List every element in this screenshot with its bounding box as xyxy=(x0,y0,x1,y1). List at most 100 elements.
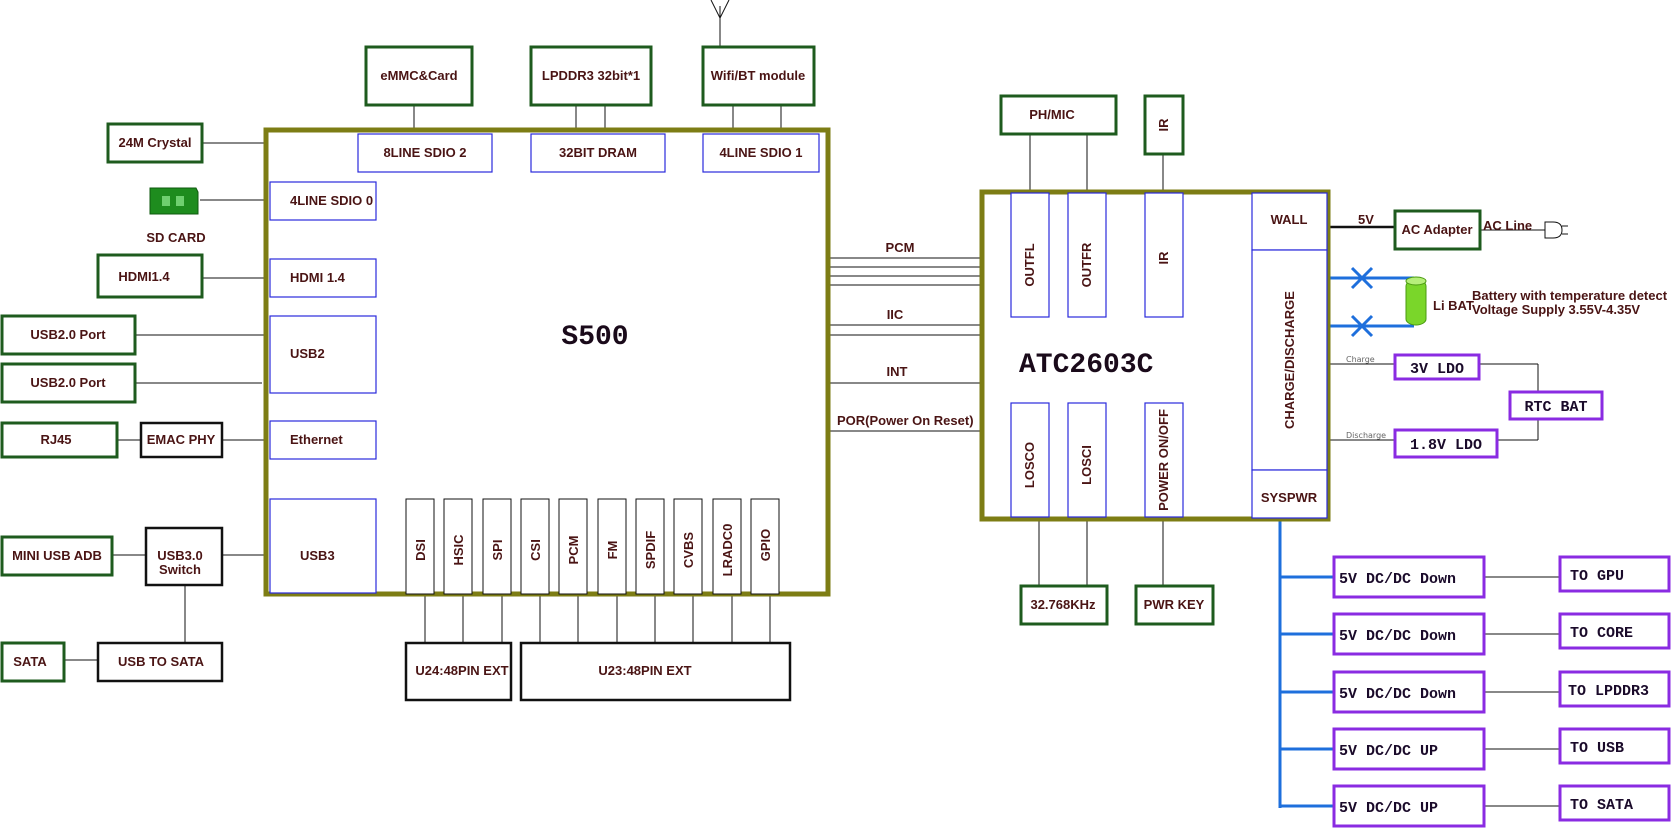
u23-connector-box xyxy=(519,641,792,702)
port-spi-label: SPI xyxy=(490,540,505,561)
s500-soc: S500 8LINE SDIO 2 32BIT DRAM 4LINE SDIO … xyxy=(263,127,831,597)
dcdc-converter-2-label: 5V DC/DC Down xyxy=(1339,628,1456,645)
port-hdmi14 xyxy=(269,258,377,298)
pwr-key-label: PWR KEY xyxy=(1144,597,1205,612)
pwr-key-box xyxy=(1134,584,1215,626)
crystal-32k-box xyxy=(1019,584,1109,626)
hdmi-connector-box xyxy=(96,253,204,299)
bottom-ports: DSI HSIC SPI CSI PCM FM SPDIF CVBS LRADC… xyxy=(405,498,780,595)
dcdc-converter-2 xyxy=(1332,612,1486,656)
li-battery-icon xyxy=(1405,276,1427,326)
usb2-port-2-label: USB2.0 Port xyxy=(30,375,106,390)
sata-box xyxy=(0,641,66,683)
rj45-label: RJ45 xyxy=(40,432,71,447)
mini-usb-adb-box xyxy=(0,535,114,577)
port-hsic xyxy=(443,498,473,595)
rtc-bat-box xyxy=(1508,390,1604,421)
port-32bit-dram-label: 32BIT DRAM xyxy=(559,145,637,160)
block-wall-label: WALL xyxy=(1271,212,1308,227)
port-usb3-label: USB3 xyxy=(300,548,335,563)
block-charge-discharge xyxy=(1251,249,1328,471)
emmc-card-label: eMMC&Card xyxy=(380,68,457,83)
port-outfl xyxy=(1010,192,1050,318)
hdmi-connector-label: HDMI1.4 xyxy=(118,269,170,284)
wires xyxy=(65,0,1568,807)
port-gpio-label: GPIO xyxy=(758,529,773,562)
wifi-bt-label: Wifi/BT module xyxy=(711,68,806,83)
port-csi xyxy=(520,498,550,595)
crystal-24m-label: 24M Crystal xyxy=(119,135,192,150)
port-4line-sdio0 xyxy=(269,181,377,221)
usb3-switch-label-2: Switch xyxy=(159,562,201,577)
wifi-bt-box xyxy=(701,45,816,107)
port-8line-sdio2-label: 8LINE SDIO 2 xyxy=(383,145,466,160)
bus-por-label: POR(Power On Reset) xyxy=(837,413,974,428)
port-power-onoff xyxy=(1144,402,1184,518)
bus-labels: PCM IIC INT POR(Power On Reset) xyxy=(837,240,974,428)
ldo-3v-label: 3V LDO xyxy=(1410,361,1464,378)
emac-phy-label: EMAC PHY xyxy=(147,432,216,447)
pmic-title: ATC2603C xyxy=(1019,350,1154,381)
usb-to-sata-label: USB TO SATA xyxy=(118,654,205,669)
port-losci xyxy=(1067,402,1107,518)
usb2-port-1-label: USB2.0 Port xyxy=(30,327,106,342)
rtc-bat-label: RTC BAT xyxy=(1524,399,1587,416)
block-wall xyxy=(1251,192,1328,251)
emac-phy-box xyxy=(139,421,224,459)
lpddr3-label: LPDDR3 32bit*1 xyxy=(542,68,640,83)
port-fm xyxy=(597,498,627,595)
port-losco-label: LOSCO xyxy=(1022,442,1037,488)
port-usb3 xyxy=(269,498,377,594)
port-losco xyxy=(1010,402,1050,518)
port-pcm-label: PCM xyxy=(566,536,581,565)
port-32bit-dram xyxy=(530,133,666,173)
dcdc-converters: 5V DC/DC Down TO GPU 5V DC/DC Down TO CO… xyxy=(1332,555,1671,828)
rj45-box xyxy=(0,421,119,459)
bus-iic-label: IIC xyxy=(887,307,904,322)
port-ir xyxy=(1144,192,1184,318)
discharge-label: Discharge xyxy=(1346,431,1386,440)
port-ir-label: IR xyxy=(1156,251,1171,265)
lpddr3-box xyxy=(529,45,653,107)
dcdc-target-5-label: TO SATA xyxy=(1570,797,1633,814)
port-outfr-label: OUTFR xyxy=(1079,242,1094,287)
dcdc-converter-3-label: 5V DC/DC Down xyxy=(1339,686,1456,703)
dcdc-target-5 xyxy=(1558,784,1671,822)
dcdc-converter-3 xyxy=(1332,670,1486,714)
power-section: 5V AC Adapter AC Line Li BAT Battery wit… xyxy=(1346,209,1668,459)
port-dsi xyxy=(405,498,435,595)
port-csi-label: CSI xyxy=(528,539,543,561)
top-peripherals: eMMC&Card LPDDR3 32bit*1 Wifi/BT module xyxy=(364,45,816,107)
battery-note-1: Battery with temperature detect xyxy=(1472,288,1668,303)
battery-contact-icon xyxy=(1350,266,1374,338)
port-ethernet-label: Ethernet xyxy=(290,432,343,447)
port-lradc0 xyxy=(712,498,742,595)
port-fm-label: FM xyxy=(605,541,620,560)
crystal-32k-label: 32.768KHz xyxy=(1030,597,1096,612)
ac-line-label: AC Line xyxy=(1483,218,1532,233)
port-usb2-label: USB2 xyxy=(290,346,325,361)
u24-connector-box xyxy=(404,641,513,702)
ph-mic-box xyxy=(999,94,1118,136)
port-dsi-label: DSI xyxy=(413,539,428,561)
ldo-18v-box xyxy=(1393,428,1499,459)
emmc-card-box xyxy=(364,45,474,107)
dcdc-converter-5-label: 5V DC/DC UP xyxy=(1339,800,1438,817)
port-usb2 xyxy=(269,315,377,394)
dcdc-target-1 xyxy=(1558,555,1671,593)
port-cvbs-label: CVBS xyxy=(681,532,696,568)
mini-usb-adb-label: MINI USB ADB xyxy=(12,548,102,563)
dcdc-target-2-label: TO CORE xyxy=(1570,625,1633,642)
port-ethernet xyxy=(269,420,377,460)
sd-card-label: SD CARD xyxy=(146,230,205,245)
port-4line-sdio0-label: 4LINE SDIO 0 xyxy=(290,193,373,208)
wall-voltage-label: 5V xyxy=(1358,212,1374,227)
block-syspwr-label: SYSPWR xyxy=(1261,490,1318,505)
battery-note-2: Voltage Supply 3.55V-4.35V xyxy=(1472,302,1640,317)
ph-mic-label: PH/MIC xyxy=(1029,107,1075,122)
dcdc-target-4-label: TO USB xyxy=(1570,740,1624,757)
dcdc-converter-4-label: 5V DC/DC UP xyxy=(1339,743,1438,760)
port-spdif xyxy=(635,498,665,595)
port-spdif-label: SPDIF xyxy=(643,531,658,569)
